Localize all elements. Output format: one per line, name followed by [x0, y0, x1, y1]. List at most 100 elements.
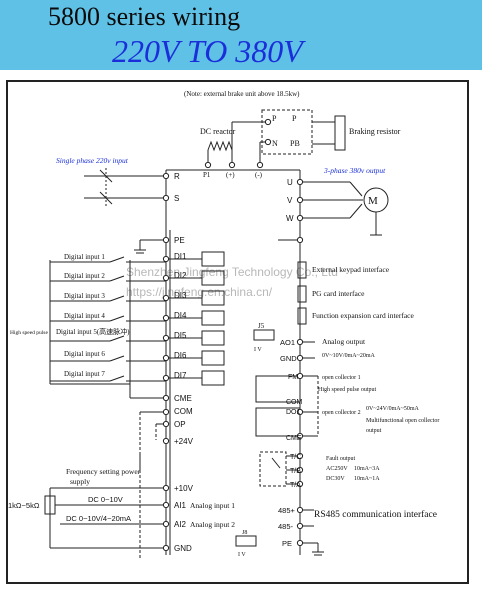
terminal-dot [296, 178, 304, 186]
digital-input-1: Digital input 1 [64, 253, 105, 261]
terminal-485m: 485- [278, 522, 294, 531]
terminal-dot [296, 354, 304, 362]
braking-resistor-label: Braking resistor [349, 127, 401, 136]
terminal-cme-left: CME [174, 394, 192, 403]
terminal-24v: +24V [174, 437, 194, 446]
pg-card-label: PG card interface [312, 289, 365, 298]
terminal-dot [162, 236, 170, 244]
diagram-frame [6, 80, 469, 584]
terminal-di7: DI7 [174, 371, 187, 380]
terminal-dot [162, 420, 170, 428]
dc-0-10-label: DC 0~10V [88, 495, 123, 504]
w-to-motor [349, 203, 363, 219]
keypad-label: External keypad interface [312, 265, 390, 274]
terminal-di1: DI1 [174, 252, 187, 261]
terminal-w: W [286, 214, 294, 223]
terminal-ta: T/A [290, 482, 301, 489]
rs485-label: RS485 communication interface [314, 509, 437, 520]
terminal-ai2: AI2 [174, 520, 187, 529]
terminal-di5: DI5 [174, 331, 187, 340]
oc-range: 0V~24V/0mA~50mA [366, 406, 419, 412]
terminal-ao1: AO1 [280, 338, 295, 347]
di-switch [109, 275, 125, 282]
terminal-tb: T/B [290, 468, 301, 475]
terminal-p-right: P [292, 114, 297, 123]
terminal-pe: PE [174, 236, 185, 245]
j8-iv-label: I V [238, 552, 246, 558]
relay-contact [271, 457, 281, 469]
analog-output-range: 0V~10V/0mA~20mA [322, 353, 375, 359]
terminal-dot [296, 214, 304, 222]
terminal-dot [162, 437, 170, 445]
terminal-p1: P1 [203, 171, 211, 179]
j5-iv-label: I V [254, 347, 262, 353]
terminal-pe-right: PE [282, 539, 292, 548]
terminal-dot [256, 161, 264, 169]
terminal-dot [296, 480, 304, 488]
di-switch [109, 295, 125, 302]
terminal-cme-right: CME [286, 435, 302, 442]
digital-input-7: Digital input 7 [64, 370, 105, 378]
terminal-dots [162, 118, 304, 552]
terminal-do1: DO1 [286, 409, 301, 416]
motor-label: M [368, 195, 378, 207]
terminal-dot [296, 196, 304, 204]
di-switch [109, 335, 125, 342]
relay-box [259, 451, 287, 487]
j8-jumper [235, 535, 257, 547]
terminal-485p: 485+ [278, 506, 296, 515]
terminal-dot [162, 274, 170, 282]
digital-input-6: Digital input 6 [64, 350, 105, 358]
terminal-op: OP [174, 420, 186, 429]
watermark-url: https://jingfeng.en.china.cn/ [126, 285, 273, 299]
analog-input-2-label: Analog input 2 [190, 520, 235, 529]
terminal-dot [296, 522, 304, 530]
do1-opto [255, 407, 301, 437]
digital-input-4: Digital input 4 [64, 312, 105, 320]
open-collector-1: open collector 1 [322, 375, 361, 381]
terminal-dot [162, 408, 170, 416]
watermark-company: Shenzhen Jingfeng Technology Co., Ltd [126, 265, 338, 279]
terminal-u: U [287, 178, 293, 187]
fm-opto [255, 375, 301, 403]
j8-label: J8 [242, 530, 247, 536]
keypad-connector [297, 261, 307, 279]
terminal-dot [162, 501, 170, 509]
digital-input-5: Digital input 5(高速脉冲) [56, 327, 130, 336]
title-line-2: 220V TO 380V [112, 33, 303, 69]
di-switch [109, 355, 125, 362]
terminal-dot [264, 138, 272, 146]
hs-pulse-output: High speed pulse output [318, 387, 376, 393]
braking-resistor-symbol [334, 115, 346, 151]
terminal-s: S [174, 194, 179, 203]
terminal-dot [162, 314, 170, 322]
terminal-dot [162, 354, 170, 362]
function-card-connector [297, 307, 307, 325]
terminal-dot [296, 466, 304, 474]
dc-0-10-4-20-label: DC 0~10V/4~20mA [66, 514, 131, 523]
terminal-n: N [272, 139, 278, 148]
terminal-dot [162, 484, 170, 492]
terminal-ai1: AI1 [174, 501, 187, 510]
terminal-dot [228, 161, 236, 169]
func-card-label: Function expansion card interface [312, 311, 415, 320]
terminal-com-left: COM [174, 407, 193, 416]
terminal-dot [296, 408, 304, 416]
terminal-dot [296, 236, 304, 244]
j5-jumper [253, 329, 275, 341]
terminal-di6: DI6 [174, 351, 187, 360]
note-text: (Note: external brake unit above 18.5kw) [184, 90, 300, 98]
terminal-gnd-right: GND [280, 354, 297, 363]
terminal-di4: DI4 [174, 311, 187, 320]
analog-input-1-label: Analog input 1 [190, 501, 235, 510]
digital-input-3: Digital input 3 [64, 292, 105, 300]
digital-input-2: Digital input 2 [64, 272, 105, 280]
terminal-dot [296, 506, 304, 514]
terminal-dot [162, 294, 170, 302]
terminal-dot [204, 161, 212, 169]
di-optocoupler [201, 310, 225, 326]
j5-label: J5 [258, 322, 265, 330]
terminal-p-top: P [272, 114, 277, 123]
terminal-dot [296, 338, 304, 346]
terminal-dot [162, 255, 170, 263]
